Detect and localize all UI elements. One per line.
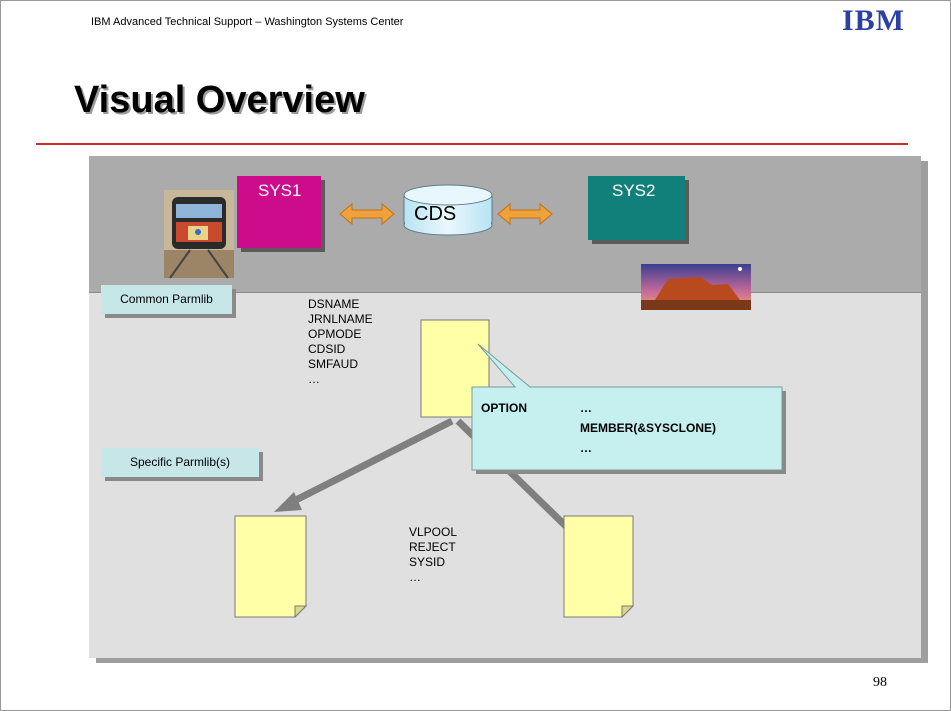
option-callout [471,343,786,474]
cds-cylinder [403,184,493,236]
sys2-label: SYS2 [612,181,656,200]
desert-mesa-clipart [641,264,751,310]
common-keyword: JRNLNAME [308,312,373,326]
organization-header: IBM Advanced Technical Support – Washing… [91,16,404,28]
callout-line-2: MEMBER(&SYSCLONE) [580,421,717,435]
common-keyword: SMFAUD [308,357,359,371]
specific-keyword: SYSID [409,555,446,569]
specific-parmlib-document-right [563,515,635,619]
common-keyword: … [308,372,320,386]
flow-arrow-to-left-member [274,417,454,512]
specific-keyword: REJECT [409,540,456,554]
cable-car-clipart [164,190,234,279]
cds-label: CDS [414,203,457,225]
common-parmlib-label: Common Parmlib [101,285,232,314]
common-keyword: DSNAME [308,297,360,311]
callout-line-1: … [580,401,592,415]
common-keyword-list: DSNAME JRNLNAME OPMODE CDSID SMFAUD … [308,297,373,387]
title-divider [36,143,908,145]
specific-parmlib-document-left [234,515,308,619]
callout-line-3: … [580,441,592,455]
sys2-box [588,176,685,240]
page-number: 98 [873,675,887,690]
specific-keyword: … [409,570,421,584]
common-keyword: OPMODE [308,327,362,341]
cds-sys2-connector-arrow [497,202,553,226]
ibm-logo: IBM [842,4,905,37]
sys1-label: SYS1 [258,181,302,200]
sys1-box [237,176,321,248]
sys1-cds-connector-arrow [339,202,395,226]
specific-parmlib-label: Specific Parmlib(s) [101,448,259,477]
callout-option-keyword: OPTION [481,401,528,415]
specific-keyword-list: VLPOOL REJECT SYSID … [409,525,457,585]
slide-title: Visual Overview [74,79,365,121]
common-keyword: CDSID [308,342,346,356]
specific-keyword: VLPOOL [409,525,458,539]
